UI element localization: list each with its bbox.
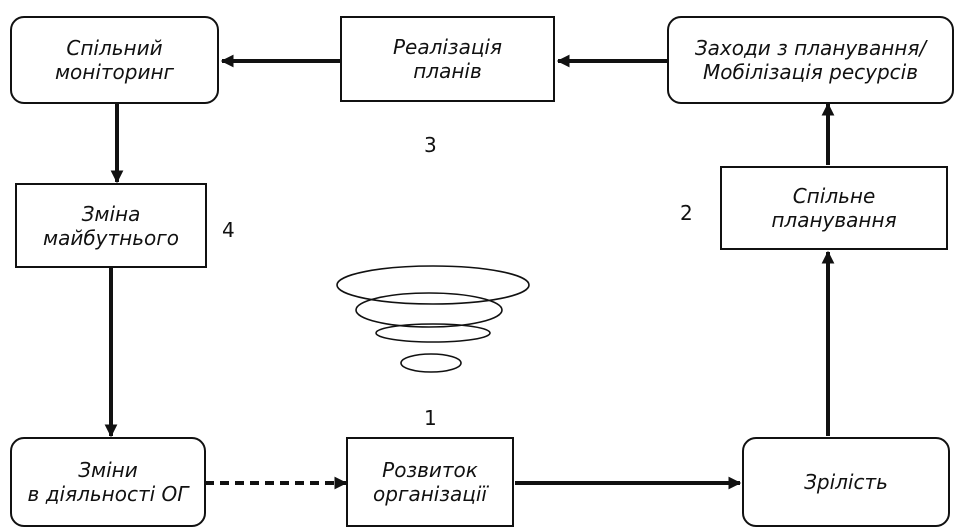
node-maturity: Зрілість [742,437,950,527]
node-future-change-line2: майбутнього [42,225,179,250]
node-joint-planning-line2: планування [771,208,897,232]
spiral-ring-1 [336,265,530,305]
node-plan-implementation: Реалізація планів [340,16,555,102]
node-joint-monitoring-line1: Спільний [66,36,163,60]
spiral-ring-4 [400,353,462,373]
spiral-funnel-graphic [336,265,530,373]
node-org-development-line1: Розвиток [382,458,478,482]
node-maturity-label: Зрілість [804,470,888,494]
node-activity-changes-line2: в діяльності ОГ [27,482,189,506]
node-plan-implementation-line1: Реалізація [392,35,503,59]
node-activity-changes-line1: Зміни [78,458,138,482]
node-future-change-line1: Зміна [81,201,141,226]
node-plan-implementation-line2: планів [413,59,482,83]
node-planning-measures-line1: Заходи з планування/ [694,36,927,60]
stage-number-1: 1 [424,406,437,430]
node-joint-monitoring-line2: моніторинг [54,60,175,84]
node-joint-planning-line1: Спільне [792,184,876,208]
node-activity-changes: Зміни в діяльності ОГ [10,437,206,527]
node-org-development: Розвиток організації [346,437,514,527]
stage-number-4: 4 [222,218,235,242]
node-joint-planning: Спільне планування [720,166,948,250]
spiral-ring-3 [375,323,491,343]
node-org-development-line2: організації [373,482,487,506]
stage-number-2: 2 [680,201,693,225]
node-future-change: Зміна майбутнього [15,183,207,268]
node-joint-monitoring: Спільний моніторинг [10,16,219,104]
stage-number-3: 3 [424,133,437,157]
spiral-ring-2 [355,292,503,328]
node-planning-measures: Заходи з планування/ Мобілізація ресурсі… [667,16,954,104]
node-planning-measures-line2: Мобілізація ресурсів [702,60,919,84]
